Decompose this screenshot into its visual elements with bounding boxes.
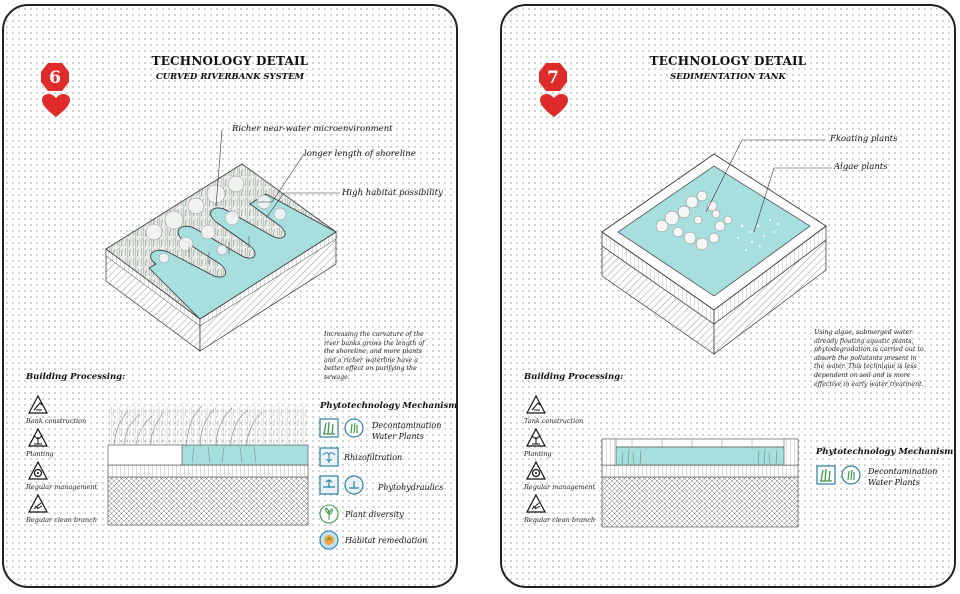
panel-description: Using algae, submerged water already flo… [814,329,924,388]
tank-water [617,165,811,297]
callout-longer-shoreline: longer length of shoreline [304,149,416,159]
section-water [181,444,309,466]
phytotechnology-mechanism-title: Phytotechnology Mechanism: [320,401,458,411]
mechanism-label-rhizofiltration: Rhizofiltration [344,453,403,462]
tank-section-diagram [601,438,799,528]
section-gravel-layer [107,464,309,478]
step-label-regular-clean-branch: Regular clean branch [524,516,596,524]
heart-icon [42,94,70,117]
phytohydraulics-square-icon [319,475,339,495]
step-label-regular-clean-branch: Regular clean branch [26,516,98,524]
panel-description: Increasing the curvature of the river ba… [324,331,425,381]
mechanism-label-phytohydraulics: Phytohydraulics [378,483,444,492]
section-base-soil [107,476,309,526]
section-base-soil [601,476,799,528]
sedimentation-tank-isometric-diagram [601,139,832,355]
water-plant-circle-icon [841,465,861,485]
section-aquatic-plants [621,449,778,465]
rhizofiltration-icon [319,447,339,467]
building-processing-title: Building Processing: [26,372,126,382]
planting-icon [526,428,546,447]
step-label-tank-construction: Tank construction [524,417,584,425]
phytohydraulics-circle-icon [344,475,364,495]
water-plant-circle-icon [344,418,364,438]
phytotechnology-mechanism-title: Phytotechnology Mechanism: [816,447,956,457]
planting-icon [28,428,48,447]
water-plant-square-icon [319,418,339,438]
mechanism-label-decontamination: Decontamination Water Plants [868,467,938,487]
mechanism-label-plant-diversity: Plant diversity [345,510,404,519]
step-label-planting: Planting [524,450,552,458]
regular-clean-branch-icon [526,494,546,513]
technology-detail-card-6: 6 TECHNOLOGY DETAIL CURVED RIVERBANK SYS… [2,4,458,588]
bank-construction-icon [28,395,48,414]
technology-detail-card-7: 7 TECHNOLOGY DETAIL SEDIMENTATION TANK [500,4,956,588]
algae-plants [737,218,780,252]
step-label-regular-management: Regular management [524,483,596,491]
building-processing-title: Building Processing: [524,372,624,382]
step-label-regular-management: Regular management [26,483,98,491]
mechanism-label-habitat-remediation: Habitat remediation [345,536,428,545]
mechanism-label-decontamination: Decontamination Water Plants [372,421,442,441]
panel-subtitle: CURVED RIVERBANK SYSTEM [156,72,304,82]
badge-number: 6 [49,68,61,88]
tank-construction-icon [526,395,546,414]
regular-management-icon [526,461,546,480]
badge-number: 7 [547,68,559,88]
riverbank-trees [145,175,287,264]
number-badge-hexagon: 7 [539,63,567,91]
callout-algae-plants: Algae plants [834,162,888,172]
section-water [615,446,785,466]
regular-management-icon [28,461,48,480]
panel-subtitle: SEDIMENTATION TANK [670,72,786,82]
panel-title: TECHNOLOGY DETAIL [649,54,807,68]
curved-river-water [148,193,337,320]
callout-floating-plants: Fkoating plants [830,134,898,144]
number-badge-hexagon: 6 [41,63,69,91]
floating-plants [655,190,733,251]
riverbank-section-diagram [107,405,309,526]
heart-icon [540,94,568,117]
callout-richer-microenvironment: Richer near-water microenvironment [232,124,393,134]
panel-title: TECHNOLOGY DETAIL [151,54,309,68]
water-plant-square-icon [816,465,836,485]
curved-riverbank-isometric-diagram [105,129,340,352]
regular-clean-branch-icon [28,494,48,513]
habitat-remediation-icon [319,530,339,550]
plant-diversity-icon [319,504,339,524]
callout-habitat-possibility: High habitat possibility [342,188,443,198]
step-label-bank-construction: Bank construction [26,417,87,425]
step-label-planting: Planting [26,450,54,458]
